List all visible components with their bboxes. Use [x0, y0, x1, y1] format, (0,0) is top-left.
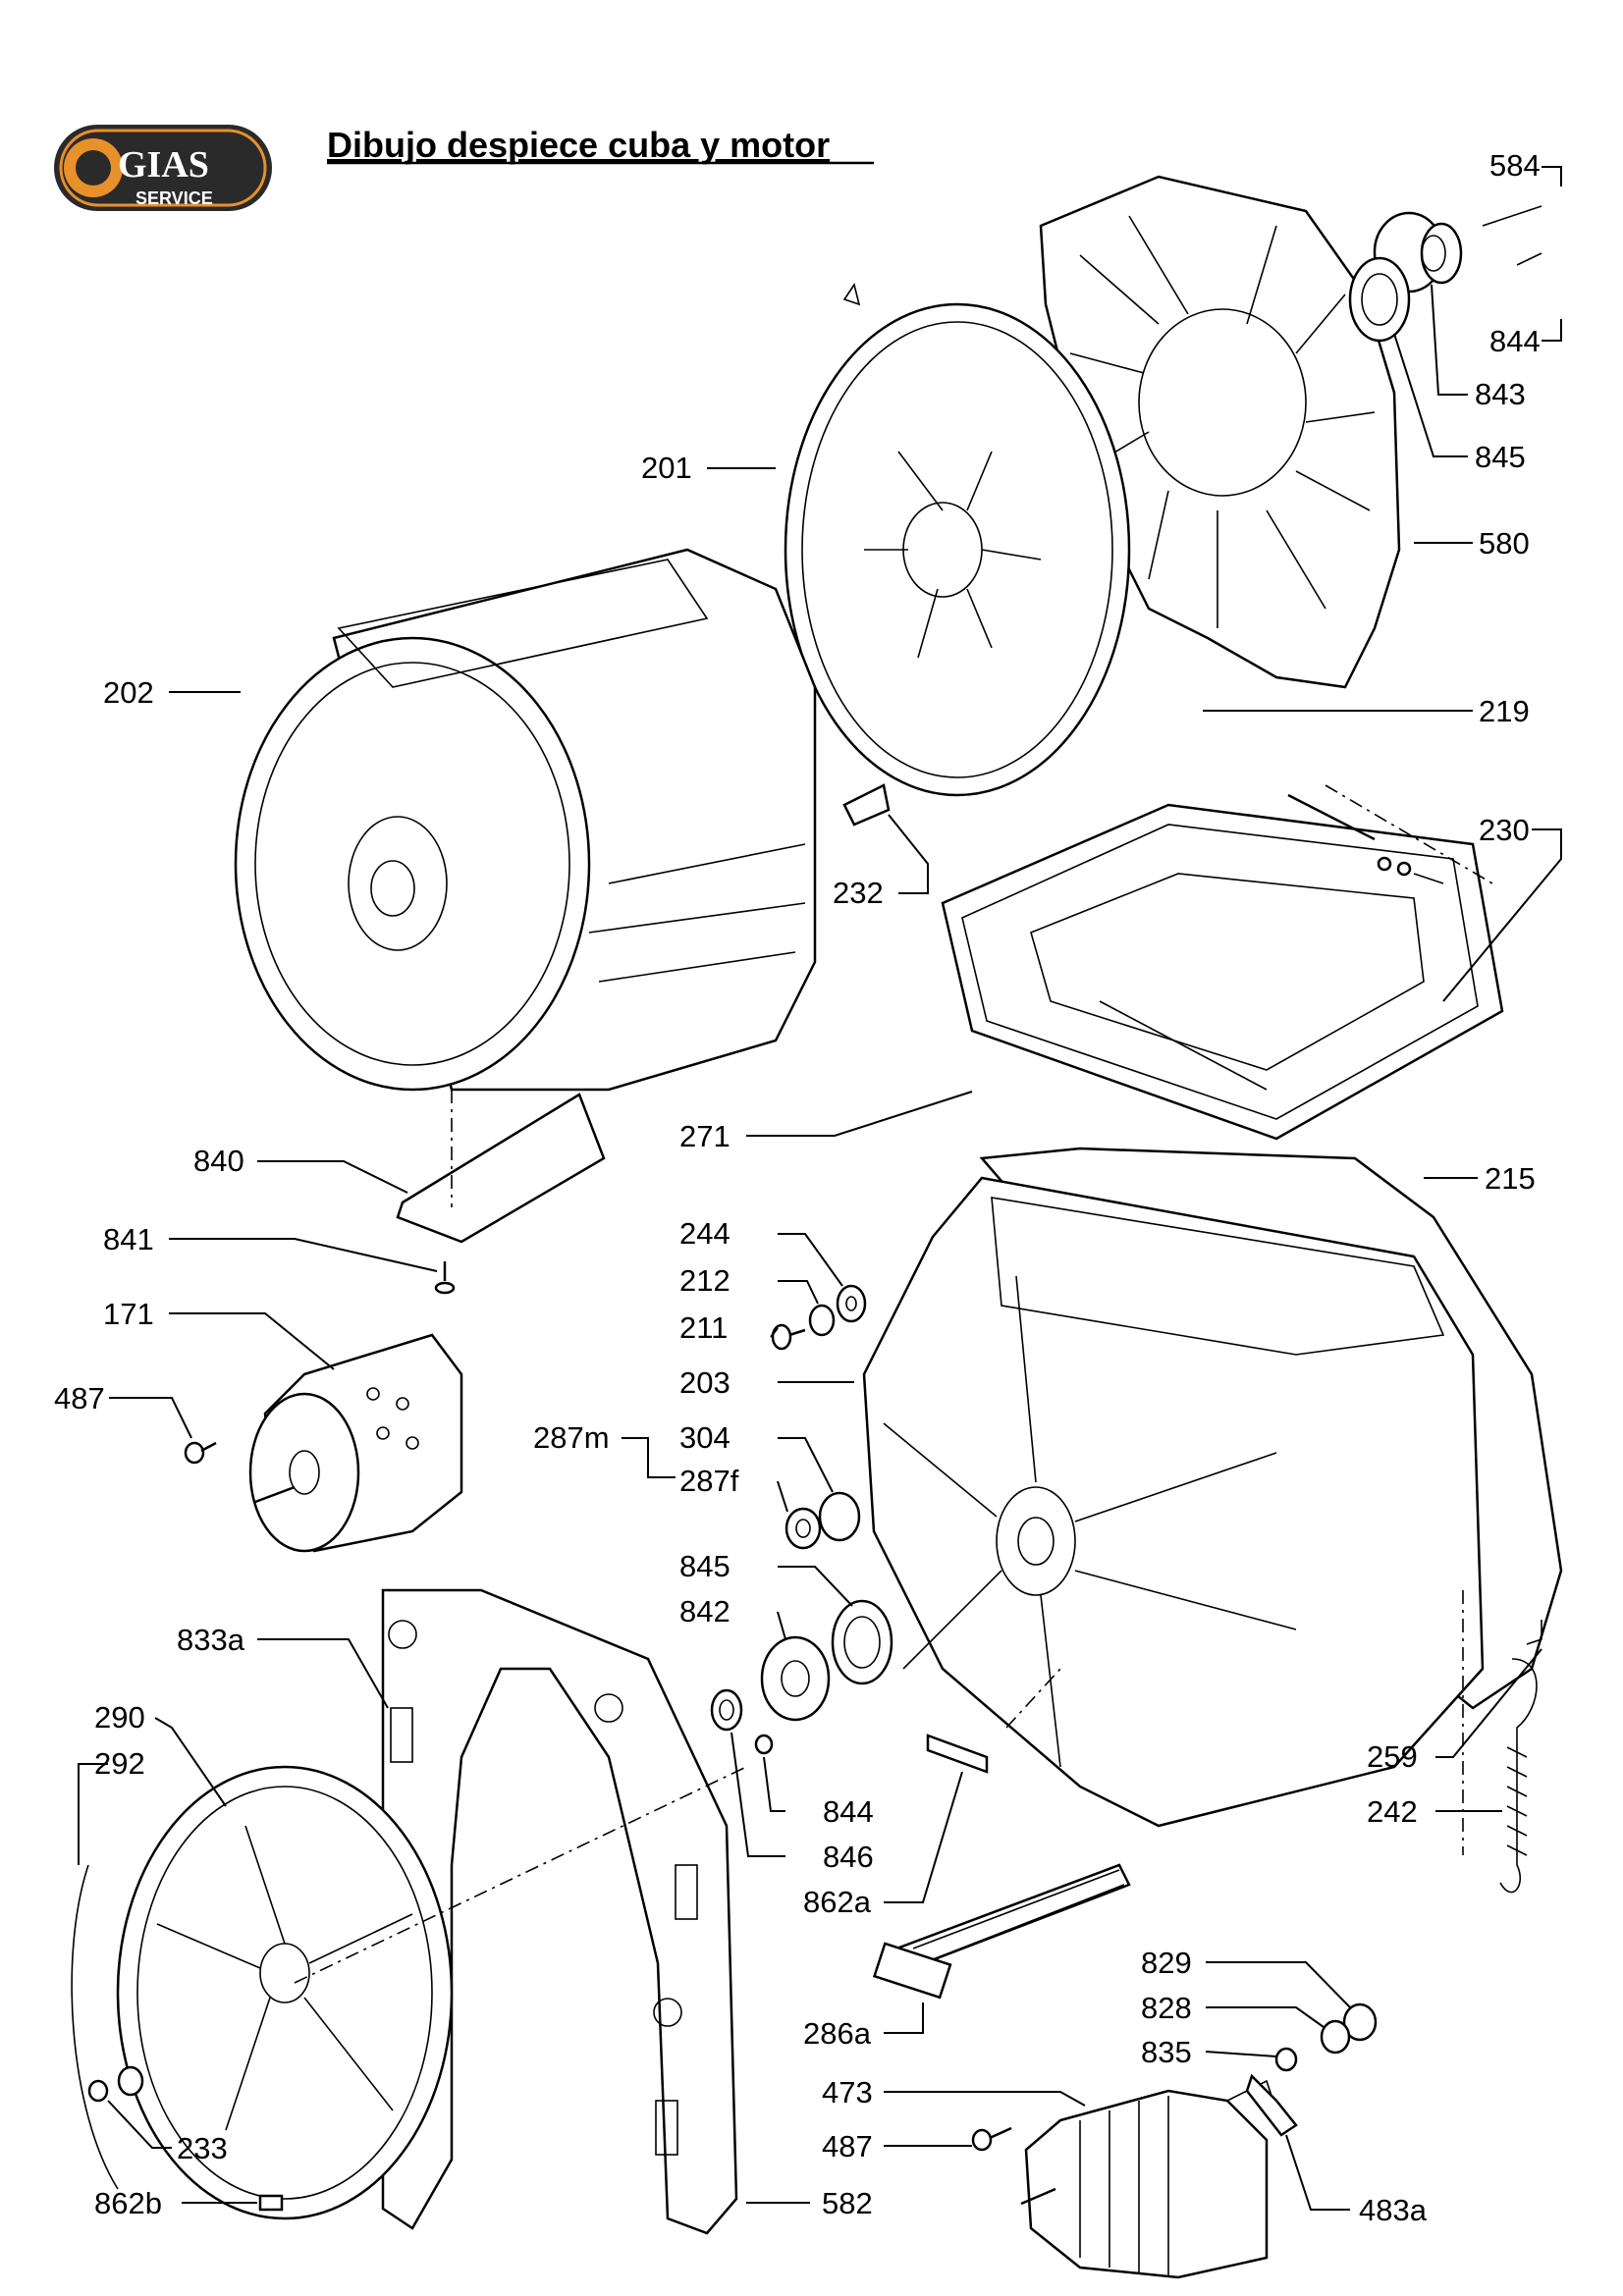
label-203: 203: [679, 1365, 730, 1400]
label-202: 202: [103, 675, 154, 710]
part-labels: 584 844 843 845 580 201 202 219 230 232 …: [54, 148, 1541, 2227]
label-862a: 862a: [803, 1885, 872, 1919]
label-840: 840: [193, 1144, 244, 1178]
part-232-bracket: [842, 783, 891, 827]
label-483a: 483a: [1359, 2193, 1428, 2227]
label-845-lower: 845: [679, 1549, 730, 1583]
part-862a-clip: [926, 1734, 989, 1774]
part-829-828-835-tacho: [1274, 2002, 1378, 2072]
label-244: 244: [679, 1216, 730, 1251]
label-862b: 862b: [94, 2186, 162, 2220]
label-287m: 287m: [533, 1420, 610, 1455]
leader-lines: [78, 166, 1562, 2211]
part-582-frame: [381, 1588, 738, 2235]
label-487-upper: 487: [54, 1381, 105, 1415]
label-212: 212: [679, 1263, 730, 1298]
part-171-motor: [248, 1333, 463, 1553]
part-201-shield: [784, 283, 1131, 797]
label-844-top: 844: [1489, 324, 1541, 358]
label-242: 242: [1367, 1794, 1418, 1829]
part-212-lockwasher: [808, 1304, 836, 1337]
label-290: 290: [94, 1700, 145, 1735]
label-841: 841: [103, 1222, 154, 1256]
label-232: 232: [833, 876, 884, 910]
label-843: 843: [1475, 377, 1526, 411]
part-862b-key: [258, 2194, 284, 2212]
label-219: 219: [1479, 694, 1530, 728]
part-244-washer: [836, 1284, 867, 1323]
label-833a: 833a: [177, 1623, 245, 1657]
part-842-flange: [760, 1635, 831, 1722]
label-201: 201: [641, 451, 692, 485]
part-242-spring: [1499, 1658, 1538, 1894]
label-292: 292: [94, 1746, 145, 1781]
part-580-rear-shield: [1039, 175, 1401, 689]
part-233-washer: [87, 2065, 144, 2103]
part-304-cap: [818, 1491, 861, 1542]
label-835: 835: [1141, 2035, 1192, 2069]
part-841-screw: [434, 1261, 456, 1295]
part-230-fasteners: [1287, 793, 1444, 884]
part-845-gasket-lower: [831, 1599, 893, 1685]
label-473: 473: [822, 2075, 873, 2109]
part-487-screw-lower: [971, 2126, 1012, 2152]
part-259-hook: [1526, 1620, 1542, 1645]
part-840-lifter: [396, 1093, 606, 1244]
label-846: 846: [823, 1840, 874, 1874]
gias-service-logo: GIAS SERVICE: [54, 125, 272, 211]
part-483a-sensor: [1245, 2073, 1298, 2137]
part-271-door-seal: [941, 803, 1504, 1141]
label-829: 829: [1141, 1946, 1192, 1980]
label-233: 233: [177, 2131, 228, 2165]
label-828: 828: [1141, 1991, 1192, 2025]
part-473-motor: [1020, 2079, 1277, 2279]
part-211-screw: [771, 1323, 806, 1351]
label-259: 259: [1367, 1739, 1418, 1774]
label-842: 842: [679, 1594, 730, 1629]
part-292-belt: [71, 1864, 119, 2190]
label-845-top: 845: [1475, 440, 1526, 474]
part-844-screw: [754, 1734, 774, 1755]
label-304: 304: [679, 1420, 730, 1455]
label-230: 230: [1479, 813, 1530, 847]
label-580: 580: [1479, 526, 1530, 561]
part-845-gasket-top: [1348, 256, 1411, 343]
svg-text:SERVICE: SERVICE: [135, 188, 213, 208]
label-211: 211: [679, 1310, 728, 1345]
label-271: 271: [679, 1119, 730, 1153]
part-287-bushing: [784, 1507, 822, 1550]
label-844-lower: 844: [823, 1794, 874, 1829]
label-582: 582: [822, 2186, 873, 2220]
part-286a-heater: [872, 1863, 1131, 2000]
part-846-oring: [710, 1688, 743, 1732]
label-487-lower: 487: [822, 2129, 873, 2163]
label-287f: 287f: [679, 1464, 739, 1498]
part-487-screw-upper: [184, 1441, 217, 1465]
label-286a: 286a: [803, 2016, 872, 2051]
label-215: 215: [1485, 1161, 1536, 1196]
part-203-tub-front: [862, 1176, 1485, 1828]
label-584: 584: [1489, 148, 1541, 183]
part-290-pulley: [116, 1765, 454, 2220]
page-title: Dibujo despiece cuba y motor: [327, 125, 830, 165]
svg-text:GIAS: GIAS: [118, 144, 209, 186]
label-171: 171: [103, 1297, 154, 1331]
part-202-drum: [234, 548, 817, 1092]
